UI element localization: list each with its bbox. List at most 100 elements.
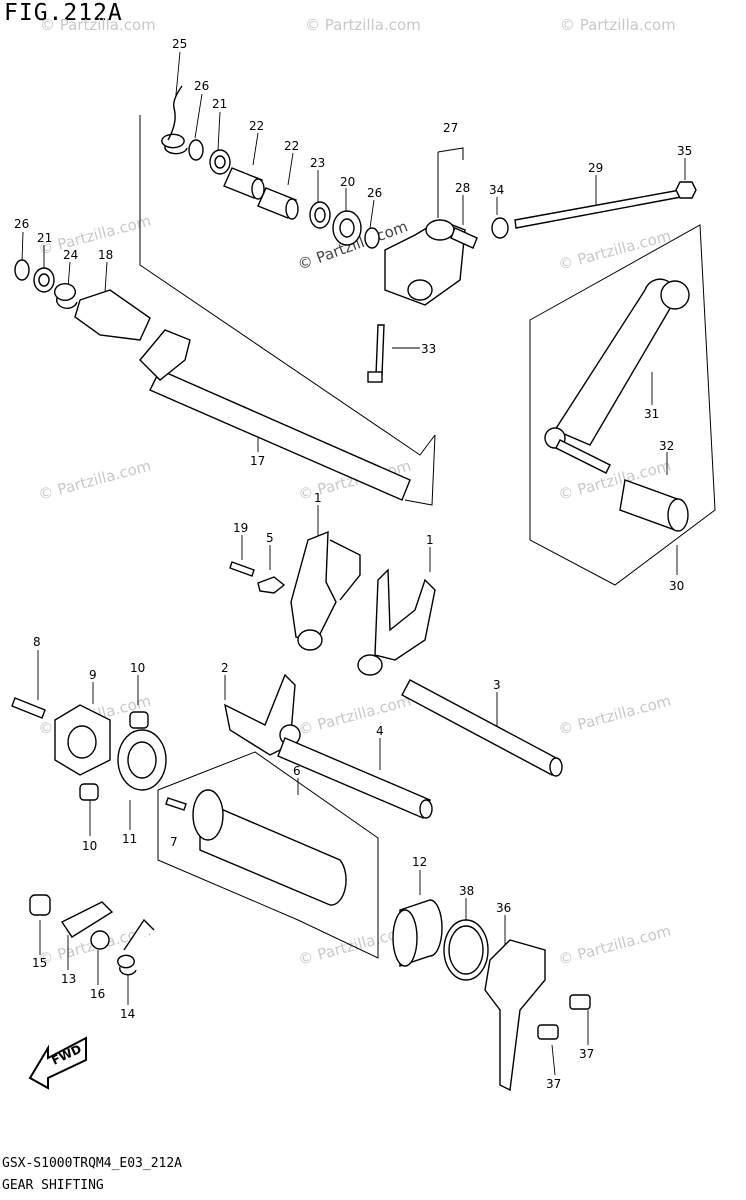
callout: 21 — [37, 231, 52, 245]
spring-24 — [53, 283, 78, 309]
circlip-26b — [364, 227, 380, 249]
callout: 38 — [459, 884, 474, 898]
callout: 9 — [89, 668, 97, 682]
callout: 19 — [233, 521, 248, 535]
bracket-27 — [437, 147, 464, 160]
callout-labels: 25 26 21 22 22 23 20 26 27 28 34 29 35 2… — [14, 37, 692, 1091]
watermark: © Partzilla.com — [560, 16, 676, 34]
callout: 1 — [314, 491, 322, 505]
callout: 32 — [659, 439, 674, 453]
callout: 7 — [170, 835, 178, 849]
washer-16 — [90, 930, 110, 950]
watermark-group: © Partzilla.com © Partzilla.com © Partzi… — [36, 16, 675, 969]
watermark: © Partzilla.com — [556, 922, 672, 969]
callout: 37 — [579, 1047, 594, 1061]
callout: 26 — [367, 186, 382, 200]
shift-lever-group-outline — [529, 224, 716, 586]
callout: 30 — [669, 579, 684, 593]
callout: 26 — [14, 217, 29, 231]
watermark: © Partzilla.com — [40, 16, 156, 34]
callout: 10 — [82, 839, 97, 853]
callout: 4 — [376, 724, 384, 738]
callout: 22 — [249, 119, 264, 133]
callout: 35 — [677, 144, 692, 158]
callout: 26 — [194, 79, 209, 93]
shift-fork-2 — [224, 673, 296, 756]
circlip-26 — [188, 139, 204, 161]
tie-rod-29 — [514, 189, 682, 229]
callout: 33 — [421, 342, 436, 356]
watermark: © Partzilla.com — [36, 457, 152, 504]
callout: 22 — [284, 139, 299, 153]
figure-title: FIG.212A — [4, 0, 123, 26]
watermark: © Partzilla.com — [305, 16, 421, 34]
callout: 20 — [340, 175, 355, 189]
callout: 37 — [546, 1077, 561, 1091]
bolt-15 — [29, 894, 51, 916]
callout: 13 — [61, 972, 76, 986]
callout: 1 — [426, 533, 434, 547]
pin-8 — [11, 697, 46, 719]
callout: 2 — [221, 661, 229, 675]
callout: 11 — [122, 832, 137, 846]
shift-drum-group-outline — [157, 751, 379, 959]
shift-drum-6 — [199, 798, 347, 906]
callout: 34 — [489, 183, 504, 197]
callout: 29 — [588, 161, 603, 175]
callout: 15 — [32, 956, 47, 970]
callout: 23 — [310, 156, 325, 170]
callout: 6 — [293, 764, 301, 778]
nut-35 — [675, 181, 697, 199]
callout: 16 — [90, 987, 105, 1001]
callout: 14 — [120, 1007, 135, 1021]
shift-fork-1a — [290, 530, 337, 643]
shift-fork-1b — [374, 568, 436, 661]
nut-34 — [491, 217, 509, 239]
shaft-group-outline — [139, 115, 436, 456]
callout: 24 — [63, 248, 78, 262]
watermark: © Partzilla.com — [36, 212, 152, 259]
bolt-33 — [375, 324, 385, 376]
pin-28 — [450, 227, 478, 249]
bolt-37b — [537, 1024, 559, 1040]
callout: 27 — [443, 121, 458, 135]
callout: 17 — [250, 454, 265, 468]
bolt-37a — [569, 994, 591, 1010]
shift-shaft-17 — [149, 369, 411, 501]
callout: 10 — [130, 661, 145, 675]
fork-shaft-3 — [401, 679, 561, 776]
callout: 12 — [412, 855, 427, 869]
callout: 25 — [172, 37, 187, 51]
spring-14 — [117, 918, 155, 976]
watermark: © Partzilla.com — [296, 692, 412, 739]
pin-7 — [165, 797, 187, 811]
callout: 28 — [455, 181, 470, 195]
stopper-5 — [257, 576, 286, 594]
callout: 18 — [98, 248, 113, 262]
shift-shaft-arm — [139, 329, 191, 381]
callout: 36 — [496, 901, 511, 915]
bolt-10b — [79, 783, 99, 801]
callout: 21 — [212, 97, 227, 111]
bolt-10a — [129, 711, 149, 729]
circlip-26c — [14, 259, 30, 281]
section-name: GEAR SHIFTING — [2, 1178, 104, 1193]
callout: 8 — [33, 635, 41, 649]
fork-shaft-4 — [277, 737, 431, 819]
model-code: GSX-S1000TRQM4_E03_212A — [2, 1156, 183, 1171]
stopper-arm-13 — [60, 901, 114, 938]
bolt-19 — [229, 561, 255, 577]
callout: 31 — [644, 407, 659, 421]
watermark: © Partzilla.com — [556, 692, 672, 739]
callout: 5 — [266, 531, 274, 545]
group-outlines — [139, 115, 716, 959]
shaft-group-outline-end — [404, 434, 436, 506]
gear-position-sensor-36 — [484, 939, 546, 1092]
shift-housing-27 — [384, 219, 466, 306]
fwd-arrow: FWD — [28, 1036, 87, 1090]
plate-18 — [74, 289, 151, 341]
callout: 3 — [493, 678, 501, 692]
parts: FWD — [11, 85, 697, 1092]
